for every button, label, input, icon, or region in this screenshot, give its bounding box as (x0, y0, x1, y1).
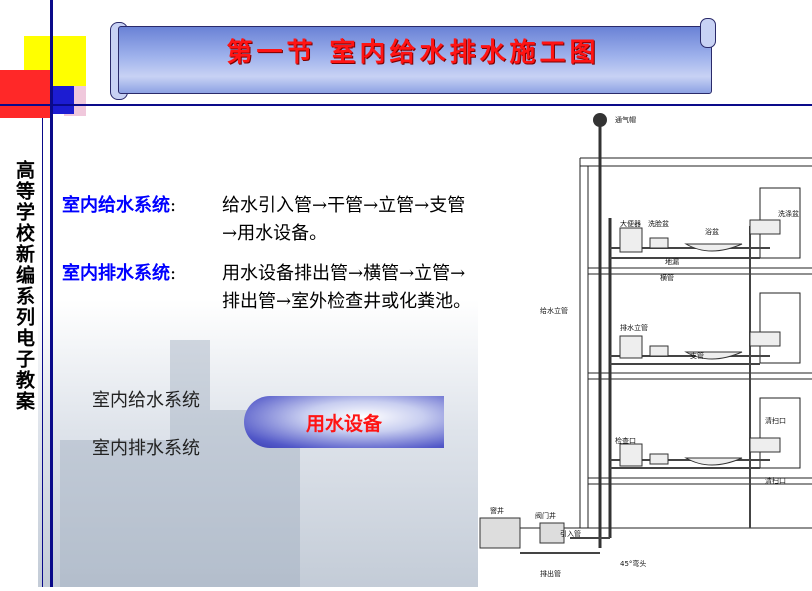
label-cleanout1: 清扫口 (765, 416, 786, 425)
label-branch-pipe2: 支管 (690, 351, 704, 360)
supply-row: 室内给水系统: (62, 192, 176, 220)
supply-line1: 给水引入管→干管→立管→支管 (222, 195, 466, 216)
drain-separator: : (170, 263, 177, 284)
scroll-curl-right (700, 18, 716, 48)
drain-row: 室内排水系统: (62, 260, 176, 288)
label-valve-well: 阀门井 (535, 511, 556, 520)
label-floor-drain: 地漏 (665, 257, 679, 266)
drain-label: 室内排水系统 (62, 263, 170, 284)
label-sink: 洗涤盆 (778, 209, 799, 218)
page-title: 第一节 室内给水排水施工图 (226, 38, 600, 68)
supply-label: 室内给水系统 (62, 195, 170, 216)
label-cleanout2: 清扫口 (765, 476, 786, 485)
pill-shape (244, 396, 444, 448)
label-supply-riser: 给水立管 (540, 306, 568, 315)
supply-line2: →用水设备。 (222, 223, 328, 244)
side-title: 高等学校新编系列电子教案 (13, 160, 35, 412)
background-building (170, 340, 210, 587)
lower-item-supply: 室内给水系统 (92, 390, 200, 411)
label-inspection-well: 窨井 (490, 506, 504, 515)
label-basin: 洗脸盆 (648, 219, 669, 228)
label-bathtub: 浴盆 (705, 227, 719, 236)
plumbing-diagram: 通气帽 大便器 洗脸盆 浴盆 洗涤盆 地漏 横管 给水立管 排水立管 支管 检查… (460, 108, 812, 587)
scroll-body (118, 26, 712, 94)
background-building (60, 440, 170, 587)
decor-horizontal-line (0, 104, 812, 106)
decor-blue-block (50, 86, 74, 114)
decor-vertical-line (50, 0, 53, 587)
label-inspection-port: 检查口 (615, 436, 636, 445)
lower-item-drain: 室内排水系统 (92, 438, 200, 459)
label-vent-cap: 通气帽 (615, 115, 636, 124)
drain-line2: 排出管→室外检查井或化粪池。 (222, 291, 472, 312)
label-elbow: 45°弯头 (620, 559, 646, 568)
decor-red-block (0, 70, 50, 118)
label-drain-riser: 排水立管 (620, 323, 648, 332)
label-branch-pipe1: 横管 (660, 273, 674, 282)
supply-separator: : (170, 195, 177, 216)
drain-line1: 用水设备排出管→横管→立管→ (222, 263, 466, 284)
label-outlet-pipe: 排出管 (540, 569, 561, 578)
pill-label: 用水设备 (305, 413, 382, 435)
water-fixture-pill: 用水设备 (244, 396, 444, 448)
label-toilet: 大便器 (620, 219, 641, 228)
label-inlet-pipe: 引入管 (560, 529, 581, 538)
title-scroll-banner: 第一节 室内给水排水施工图 (108, 18, 718, 102)
decor-vertical-line (42, 118, 43, 587)
plumbing-diagram-svg: 通气帽 大便器 洗脸盆 浴盆 洗涤盆 地漏 横管 给水立管 排水立管 支管 检查… (479, 113, 812, 578)
